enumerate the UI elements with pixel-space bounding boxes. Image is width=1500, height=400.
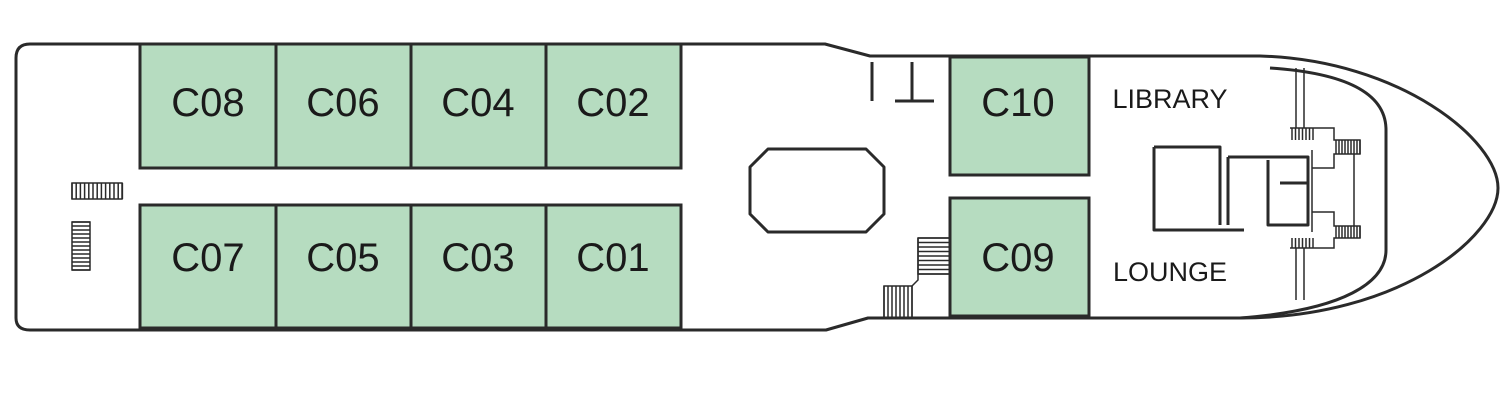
cabin-c09[interactable]: C09 <box>948 196 1091 318</box>
svg-text:C03: C03 <box>441 236 514 280</box>
cabin-c04[interactable]: C04 <box>409 42 548 170</box>
cabin-c03[interactable]: C03 <box>409 203 548 330</box>
cabin-c07[interactable]: C07 <box>138 203 278 330</box>
cabin-c08[interactable]: C08 <box>138 42 278 170</box>
library-label: LIBRARY <box>1112 84 1227 114</box>
cabin-c10[interactable]: C10 <box>948 55 1091 177</box>
svg-text:C06: C06 <box>306 81 379 125</box>
forward-service-structure <box>1152 145 1310 232</box>
ship-hull <box>14 42 1500 332</box>
lounge-label: LOUNGE <box>1113 257 1227 287</box>
svg-text:C04: C04 <box>441 81 514 125</box>
svg-text:C02: C02 <box>576 81 649 125</box>
cabin-c06[interactable]: C06 <box>274 42 413 170</box>
aft-stairs-upper <box>71 182 124 200</box>
svg-text:C07: C07 <box>171 236 244 280</box>
central-atrium <box>748 147 886 234</box>
svg-text:C05: C05 <box>306 236 379 280</box>
svg-text:C10: C10 <box>981 81 1054 125</box>
cabin-c05[interactable]: C05 <box>274 203 413 330</box>
cabin-c01[interactable]: C01 <box>544 203 683 330</box>
bow-stairs <box>1290 68 1361 300</box>
midship-stairs <box>883 237 951 319</box>
cabin-c02[interactable]: C02 <box>544 42 683 170</box>
svg-text:C09: C09 <box>981 236 1054 280</box>
bow-inner-wall <box>1239 66 1388 320</box>
aft-stairs-lower <box>71 221 91 271</box>
svg-text:C01: C01 <box>576 236 649 280</box>
svg-text:C08: C08 <box>171 81 244 125</box>
partition-wall <box>870 62 934 103</box>
